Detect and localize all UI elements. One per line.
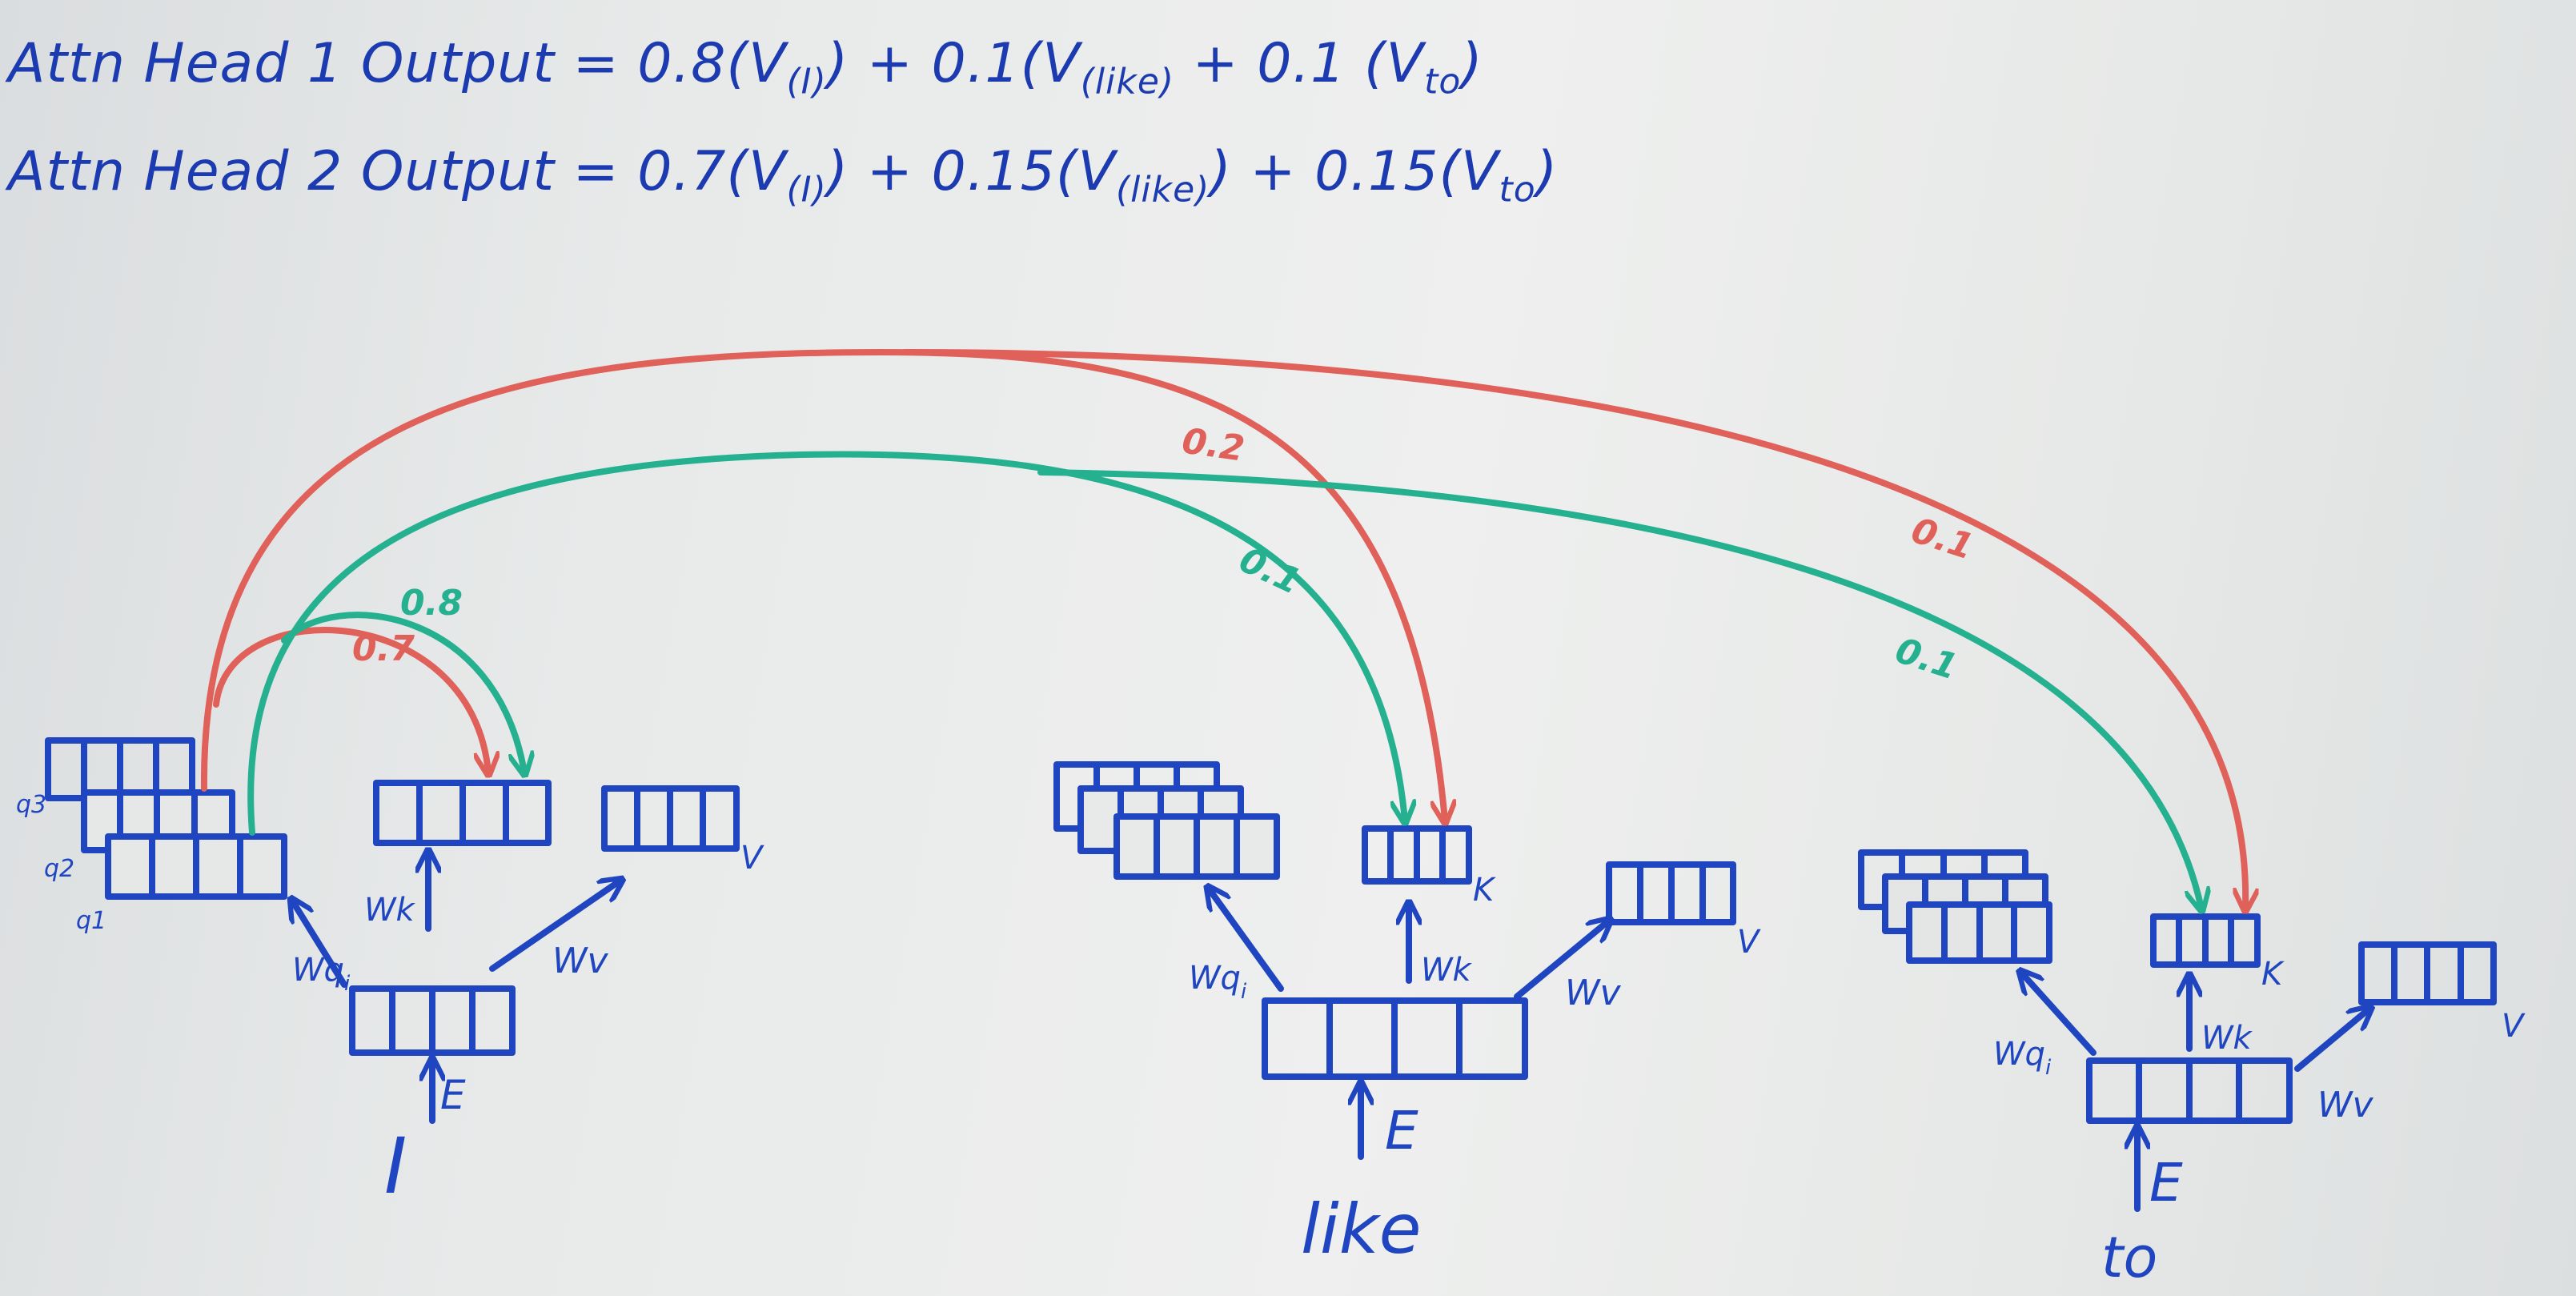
e-label-like: E [1385, 1100, 1418, 1162]
key-vector-like [1362, 825, 1472, 885]
head1-arrow-to-like [200, 349, 1445, 821]
wv-label-i: Wv [552, 941, 609, 981]
embedding-vector-to [2086, 1057, 2293, 1124]
v-label-to: V [2502, 1008, 2526, 1045]
embedding-vector-i [349, 985, 516, 1056]
token-group-like: K V Wqi Wk Wv E like [1053, 761, 1761, 1270]
wv-label-to: Wv [2317, 1085, 2374, 1125]
wk-label-like: Wk [1421, 952, 1473, 989]
wq-arrow-like [1209, 889, 1284, 992]
q1-label: q1 [76, 907, 106, 935]
token-group-i: q3 q2 q1 V Wqi Wk Wv E I [16, 737, 764, 1211]
head2-arrow-self [281, 612, 524, 772]
value-vector-like [1606, 861, 1736, 925]
query-stack-to [1858, 849, 2052, 964]
v-label-i: V [740, 840, 764, 877]
wv-arrow-like [1514, 921, 1609, 1000]
v-label-like: V [1737, 924, 1761, 961]
token-to: to [2101, 1225, 2157, 1290]
weight-red-like: 0.2 [1179, 420, 1246, 469]
head1-equation: Attn Head 1 Output = 0.8(V(I)) + 0.1(V(l… [8, 32, 1483, 102]
weight-green-like: 0.1 [1233, 540, 1306, 603]
weight-green-to: 0.1 [1891, 630, 1963, 688]
q3-label: q3 [16, 791, 46, 819]
head2-equation: Attn Head 2 Output = 0.7(V(I)) + 0.15(V(… [8, 140, 1559, 211]
embedding-vector-like [1262, 997, 1528, 1080]
wk-label-i: Wk [364, 892, 416, 929]
key-vector-i [373, 780, 552, 846]
head1-arrow-to-to [901, 349, 2245, 909]
k-label-like: K [1473, 872, 1496, 909]
wv-arrow-i [489, 881, 620, 972]
value-vector-to [2358, 941, 2497, 1005]
head1-attention-arrows: 0.7 0.2 0.1 [200, 349, 2245, 909]
weight-red-self: 0.7 [352, 628, 415, 669]
e-label-to: E [2149, 1152, 2183, 1214]
weight-green-self: 0.8 [400, 583, 463, 624]
e-label-i: E [440, 1072, 466, 1118]
wq-label-i: Wqi [292, 952, 351, 996]
wv-label-like: Wv [1565, 973, 1622, 1013]
head2-arrow-to-like [247, 451, 1405, 836]
query-stack-like [1053, 761, 1280, 880]
token-like: like [1301, 1190, 1422, 1270]
head1-arrow-self [213, 627, 488, 772]
wv-arrow-to [2294, 1009, 2369, 1072]
token-i: I [384, 1121, 407, 1211]
token-group-to: K V Wqi Wk Wv E to [1858, 849, 2526, 1290]
wk-label-to: Wk [2201, 1020, 2253, 1057]
head2-arrow-to-to [1037, 469, 2201, 909]
query-stack-i: q3 q2 q1 [16, 737, 287, 935]
wq-arrow-to [2021, 973, 2097, 1056]
wq-label-to: Wqi [1993, 1036, 2052, 1080]
key-vector-to [2150, 913, 2261, 968]
wq-arrow-i [292, 901, 347, 988]
q2-label: q2 [44, 855, 74, 883]
k-label-to: K [2261, 956, 2285, 993]
wq-label-like: Wqi [1189, 960, 1247, 1004]
value-vector-i [601, 785, 740, 852]
